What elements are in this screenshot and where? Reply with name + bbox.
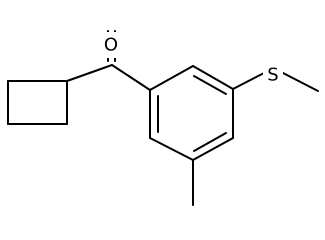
oxygen-atom: O: [100, 32, 122, 58]
sulfur-atom: S: [263, 62, 283, 88]
aromatic-bond: [192, 65, 234, 90]
single-bond: [111, 64, 151, 91]
thioether-bond: [232, 72, 265, 90]
aromatic-inner-bond: [193, 75, 227, 95]
thioether-bond: [282, 72, 319, 92]
aromatic-bond: [192, 137, 234, 161]
oxygen-label: O: [104, 35, 118, 56]
aromatic-inner-bond: [193, 132, 227, 152]
sulfur-label: S: [267, 65, 278, 86]
single-bond: [66, 64, 113, 82]
aromatic-bond: [149, 65, 194, 91]
bond-group: [7, 30, 319, 206]
aromatic-bond: [149, 137, 194, 161]
molecule-diagram: O S: [7, 30, 319, 206]
